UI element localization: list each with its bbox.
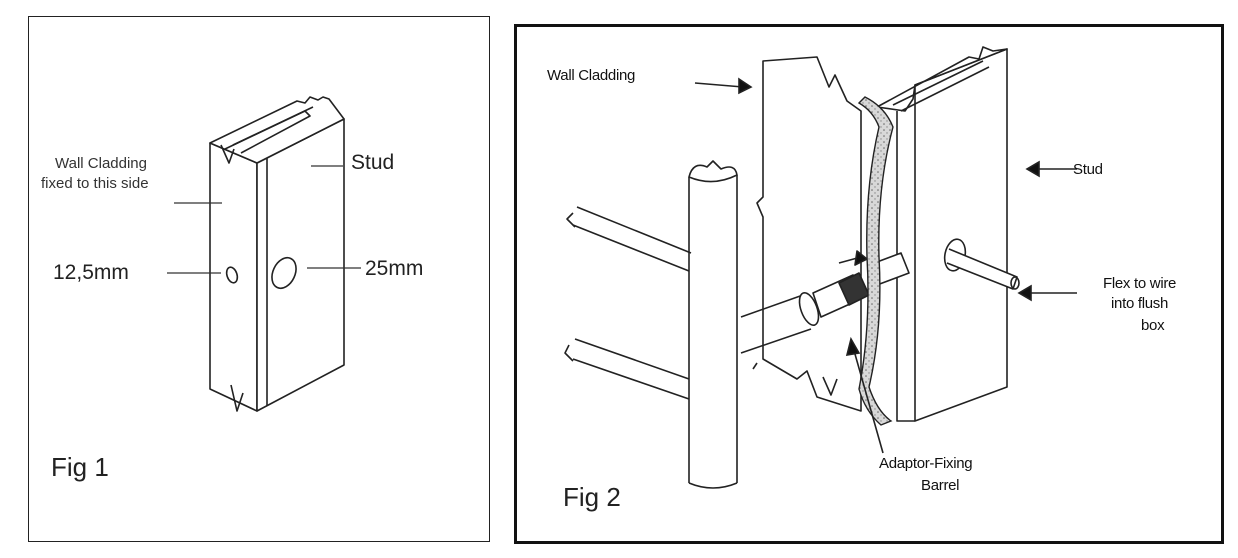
label-flex-line1: Flex to wire	[1103, 275, 1177, 292]
label-stud: Stud	[351, 151, 395, 174]
label-25mm: 25mm	[365, 257, 424, 280]
label-adaptor-line1: Adaptor-Fixing	[879, 455, 973, 472]
fig2-panel: Wall Cladding Stud Flex to wire into flu…	[514, 24, 1224, 544]
label-wall-cladding: Wall Cladding	[547, 67, 636, 84]
fig1-title: Fig 1	[51, 452, 109, 482]
label-flex-line3: box	[1141, 317, 1165, 334]
label-stud: Stud	[1073, 161, 1103, 178]
fig2-title: Fig 2	[563, 482, 621, 512]
label-wall-cladding-line2: fixed to this side	[41, 175, 149, 192]
fig1-panel: Wall Cladding fixed to this side Stud 12…	[28, 16, 490, 542]
label-adaptor-line2: Barrel	[921, 477, 960, 494]
label-flex-line2: into flush	[1111, 295, 1169, 312]
label-wall-cladding-line1: Wall Cladding	[55, 155, 147, 172]
label-12-5mm: 12,5mm	[53, 261, 129, 284]
installation-drawing	[564, 46, 1077, 489]
stud-drawing	[167, 96, 361, 412]
